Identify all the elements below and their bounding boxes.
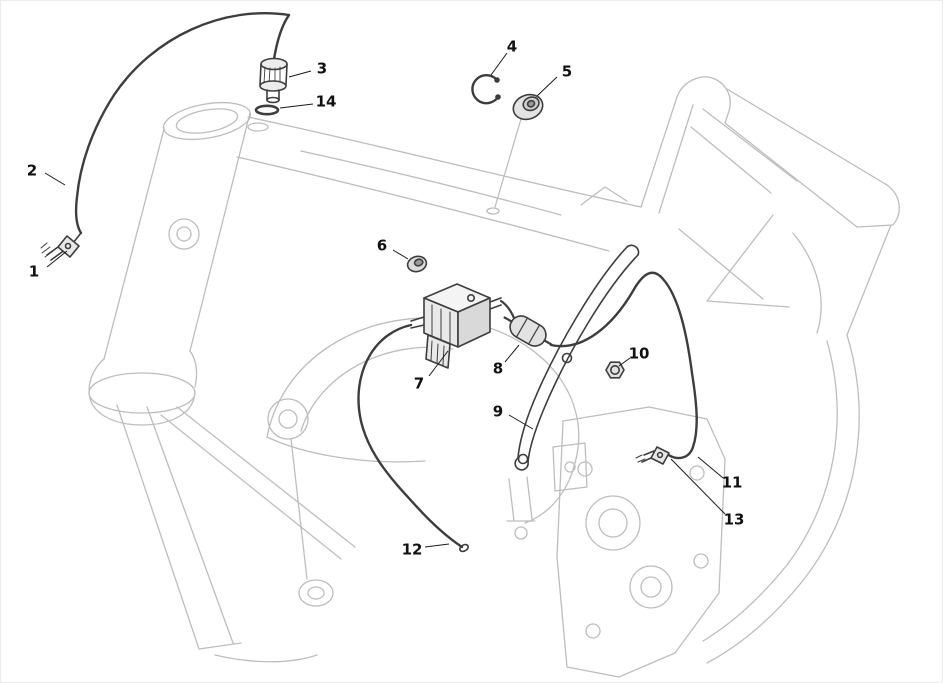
leader-4: [490, 52, 508, 76]
part-12-hose: [357, 323, 469, 553]
callout-label-11: 11: [721, 473, 743, 492]
part-14-o-ring: [254, 104, 280, 116]
part-3-valve: [259, 57, 288, 104]
leader-2: [44, 172, 66, 186]
callout-label-8: 8: [492, 359, 504, 378]
part-13-fitting: [635, 446, 670, 465]
leader-6: [392, 249, 409, 260]
part-2-hose: [74, 12, 291, 235]
part-4-circlip: [471, 73, 501, 105]
callout-label-2: 2: [26, 161, 38, 180]
leader-5: [536, 76, 558, 97]
part-8-inline-filter: [499, 299, 553, 347]
callout-label-14: 14: [315, 92, 337, 111]
leader-8: [504, 344, 520, 363]
callout-label-12: 12: [401, 540, 423, 559]
callout-label-1: 1: [28, 262, 40, 281]
callout-label-5: 5: [561, 62, 573, 81]
part-1-fitting: [40, 232, 82, 261]
part-7-solenoid-valve: [410, 283, 502, 369]
leader-14: [279, 103, 314, 109]
callout-label-9: 9: [492, 402, 504, 421]
leader-10: [618, 357, 631, 367]
leader-3: [288, 70, 312, 78]
leader-7: [428, 350, 449, 377]
part-6-grommet: [406, 255, 428, 273]
callout-label-4: 4: [506, 37, 518, 56]
part-9-strap-bracket: [514, 244, 640, 471]
callout-label-3: 3: [316, 59, 328, 78]
leader-lines: [44, 52, 726, 548]
part-5-grommet: [512, 93, 544, 121]
callout-label-6: 6: [376, 236, 388, 255]
leader-1: [46, 250, 68, 268]
leader-11: [697, 456, 724, 479]
callout-label-7: 7: [413, 374, 425, 393]
leader-12: [424, 543, 450, 548]
part-11-hose: [549, 271, 698, 460]
callout-label-10: 10: [628, 344, 650, 363]
parts-artwork: [40, 12, 698, 553]
leader-9: [508, 414, 534, 430]
callout-label-13: 13: [723, 510, 745, 529]
leader-13: [670, 458, 726, 515]
